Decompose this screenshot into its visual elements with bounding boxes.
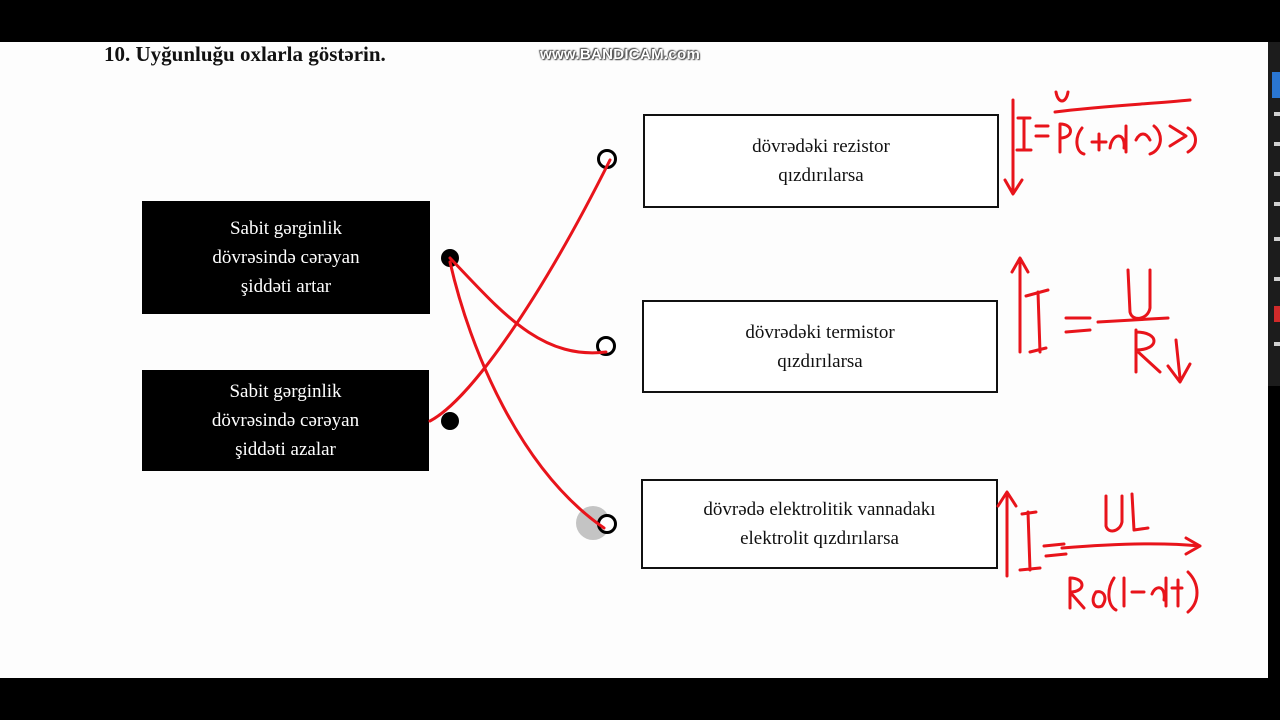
left-item-current-decreases: Sabit gərginlik dövrəsində cərəyan şiddə… xyxy=(142,370,429,471)
toolbar-red-icon[interactable] xyxy=(1274,306,1280,322)
toolbar-tick-icon[interactable] xyxy=(1274,112,1280,116)
left-connector-dot[interactable] xyxy=(441,412,459,430)
right-item-line: dövrədəki termistor xyxy=(745,321,895,343)
toolbar-tick-icon[interactable] xyxy=(1274,342,1280,346)
right-item-line: qızdırılarsa xyxy=(777,350,863,372)
right-item-line: qızdırılarsa xyxy=(778,165,864,186)
left-connector-dot[interactable] xyxy=(441,249,459,267)
left-item-line: şiddəti azalar xyxy=(235,439,336,460)
left-item-line: Sabit gərginlik xyxy=(229,381,342,402)
right-item-line: elektrolit qızdırılarsa xyxy=(740,528,899,549)
document-page: 10. Uyğunluğu oxlarla göstərin. www.BAND… xyxy=(0,42,1268,678)
right-item-line: dövrədəki rezistor xyxy=(752,136,890,157)
toolbar-blue-icon[interactable] xyxy=(1272,72,1280,98)
right-item-line: dövrədə elektrolitik vannadakı xyxy=(703,499,936,520)
question-title: 10. Uyğunluğu oxlarla göstərin. xyxy=(104,42,386,66)
toolbar-tick-icon[interactable] xyxy=(1274,202,1280,206)
left-item-line: dövrəsində cərəyan xyxy=(212,247,360,268)
toolbar-tick-icon[interactable] xyxy=(1274,172,1280,176)
left-item-line: dövrəsində cərəyan xyxy=(211,410,360,431)
side-toolbar-strip xyxy=(1268,42,1280,386)
right-connector-ring[interactable] xyxy=(597,149,617,169)
left-item-line: şiddəti artar xyxy=(240,276,332,297)
right-connector-ring[interactable] xyxy=(597,514,617,534)
recording-watermark: www.BANDICAM.com xyxy=(540,46,701,63)
toolbar-tick-icon[interactable] xyxy=(1274,277,1280,281)
right-item-thermistor: dövrədəki termistor qızdırılarsa xyxy=(642,300,998,393)
toolbar-tick-icon[interactable] xyxy=(1274,142,1280,146)
right-item-electrolyte: dövrədə elektrolitik vannadakı elektroli… xyxy=(641,479,998,569)
toolbar-tick-icon[interactable] xyxy=(1274,237,1280,241)
left-item-current-increases: Sabit gərginlik dövrəsində cərəyan şiddə… xyxy=(142,201,430,314)
right-connector-ring[interactable] xyxy=(596,336,616,356)
right-item-resistor: dövrədəki rezistor qızdırılarsa xyxy=(643,114,999,208)
left-item-line: Sabit gərginlik xyxy=(229,218,343,239)
